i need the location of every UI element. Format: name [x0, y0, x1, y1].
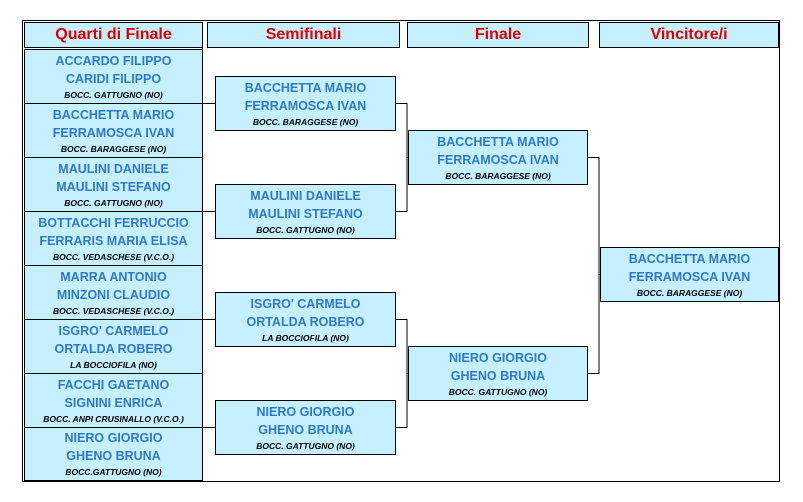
- header-winner: Vincitore/i: [599, 22, 779, 48]
- quarter-match-1: ACCARDO FILIPPO CARIDI FILIPPO BOCC. GAT…: [24, 49, 203, 104]
- player-1-name: NIERO GIORGIO: [64, 431, 163, 445]
- player-1-name: NIERO GIORGIO: [256, 404, 355, 419]
- player-1-name: FACCHI GAETANO: [57, 377, 170, 392]
- player-1-name: BACCHETTA MARIO: [244, 80, 367, 95]
- player-2-name: ORTALDA ROBERO: [246, 314, 365, 329]
- club-name: BOCC. GATTUGNO (NO): [256, 224, 355, 235]
- quarter-match-3: MAULINI DANIELE MAULINI STEFANO BOCC. GA…: [24, 157, 203, 212]
- club-name: BOCC. BARAGGESE (NO): [252, 116, 359, 127]
- player-1-name: ISGRO' CARMELO: [250, 296, 361, 311]
- club-name: LA BOCCIOFILA (NO): [70, 359, 157, 370]
- player-1-name: NIERO GIORGIO: [449, 350, 547, 365]
- club-name: BOCC. GATTUGNO (NO): [256, 440, 355, 451]
- club-name: BOCC. VEDASCHESE (V.C.O.): [52, 251, 175, 262]
- final-match-1: BACCHETTA MARIO FERRAMOSCA IVAN BOCC. BA…: [408, 130, 588, 185]
- semi-match-1: BACCHETTA MARIO FERRAMOSCA IVAN BOCC. BA…: [215, 76, 396, 131]
- club-name: BOCC. BARAGGESE (NO): [636, 287, 743, 298]
- player-2-name: GHENO BRUNA: [66, 449, 161, 463]
- player-2-name: MAULINI STEFANO: [248, 206, 363, 221]
- player-1-name: BACCHETTA MARIO: [437, 134, 559, 149]
- club-name: BOCC.GATTUGNO (NO): [65, 467, 162, 477]
- player-2-name: ORTALDA ROBERO: [54, 341, 173, 356]
- player-1-name: ACCARDO FILIPPO: [55, 53, 172, 68]
- club-name: BOCC. GATTUGNO (NO): [64, 89, 163, 100]
- quarter-match-6: ISGRO' CARMELO ORTALDA ROBERO LA BOCCIOF…: [24, 319, 203, 374]
- final-match-2: NIERO GIORGIO GHENO BRUNA BOCC. GATTUGNO…: [408, 346, 588, 401]
- player-2-name: GHENO BRUNA: [258, 422, 353, 437]
- header-final: Finale: [407, 22, 589, 48]
- player-2-name: FERRAMOSCA IVAN: [52, 125, 175, 140]
- player-1-name: ISGRO' CARMELO: [58, 323, 169, 338]
- player-2-name: FERRAMOSCA IVAN: [244, 98, 367, 113]
- player-1-name: MARRA ANTONIO: [60, 269, 167, 284]
- player-1-name: BACCHETTA MARIO: [52, 107, 175, 122]
- club-name: BOCC. BARAGGESE (NO): [60, 143, 167, 154]
- club-name: BOCC. BARAGGESE (NO): [445, 170, 551, 181]
- player-2-name: SIGNINI ENRICA: [64, 395, 163, 410]
- club-name: LA BOCCIOFILA (NO): [262, 332, 349, 343]
- player-2-name: GHENO BRUNA: [450, 368, 546, 383]
- player-2-name: FERRAMOSCA IVAN: [437, 152, 559, 167]
- player-2-name: CARIDI FILIPPO: [65, 71, 162, 86]
- semi-match-3: ISGRO' CARMELO ORTALDA ROBERO LA BOCCIOF…: [215, 292, 396, 347]
- player-1-name: BACCHETTA MARIO: [628, 251, 751, 266]
- header-semis: Semifinali: [207, 22, 400, 48]
- semi-match-2: MAULINI DANIELE MAULINI STEFANO BOCC. GA…: [215, 184, 396, 239]
- header-quarters: Quarti di Finale: [24, 22, 203, 48]
- semi-match-4: NIERO GIORGIO GHENO BRUNA BOCC. GATTUGNO…: [215, 400, 396, 455]
- club-name: BOCC. GATTUGNO (NO): [64, 197, 163, 208]
- winner-box: BACCHETTA MARIO FERRAMOSCA IVAN BOCC. BA…: [600, 247, 779, 302]
- quarter-match-7: FACCHI GAETANO SIGNINI ENRICA BOCC. ANPI…: [24, 373, 203, 428]
- quarter-match-8: NIERO GIORGIO GHENO BRUNA BOCC.GATTUGNO …: [24, 427, 203, 481]
- quarter-match-5: MARRA ANTONIO MINZONI CLAUDIO BOCC. VEDA…: [24, 265, 203, 320]
- player-2-name: MINZONI CLAUDIO: [56, 287, 171, 302]
- player-2-name: FERRAMOSCA IVAN: [628, 269, 751, 284]
- player-1-name: MAULINI DANIELE: [250, 188, 361, 203]
- club-name: BOCC. GATTUGNO (NO): [448, 386, 548, 397]
- club-name: BOCC. VEDASCHESE (V.C.O.): [52, 305, 175, 316]
- player-1-name: BOTTACCHI FERRUCCIO: [38, 215, 189, 230]
- player-2-name: FERRARIS MARIA ELISA: [39, 233, 188, 248]
- bracket-frame: [22, 20, 780, 482]
- player-2-name: MAULINI STEFANO: [56, 179, 171, 194]
- player-1-name: MAULINI DANIELE: [58, 161, 169, 176]
- club-name: BOCC. ANPI CRUSINALLO (V.C.O.): [43, 413, 184, 424]
- quarter-match-4: BOTTACCHI FERRUCCIO FERRARIS MARIA ELISA…: [24, 211, 203, 266]
- quarter-match-2: BACCHETTA MARIO FERRAMOSCA IVAN BOCC. BA…: [24, 103, 203, 158]
